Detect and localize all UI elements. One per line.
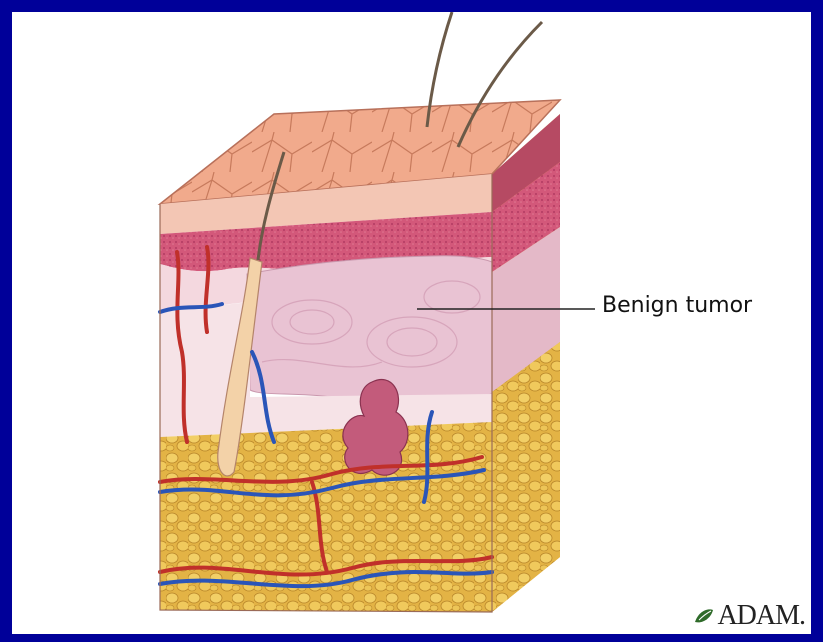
adam-logo: ADAM. <box>693 600 805 632</box>
tumor-mass <box>247 256 492 402</box>
leaf-icon <box>693 606 715 626</box>
diagram-frame: Benign tumor ADAM. <box>12 12 811 634</box>
logo-text: ADAM. <box>717 600 805 632</box>
label-benign-tumor: Benign tumor <box>602 293 752 318</box>
skin-cross-section-illustration <box>12 12 811 634</box>
